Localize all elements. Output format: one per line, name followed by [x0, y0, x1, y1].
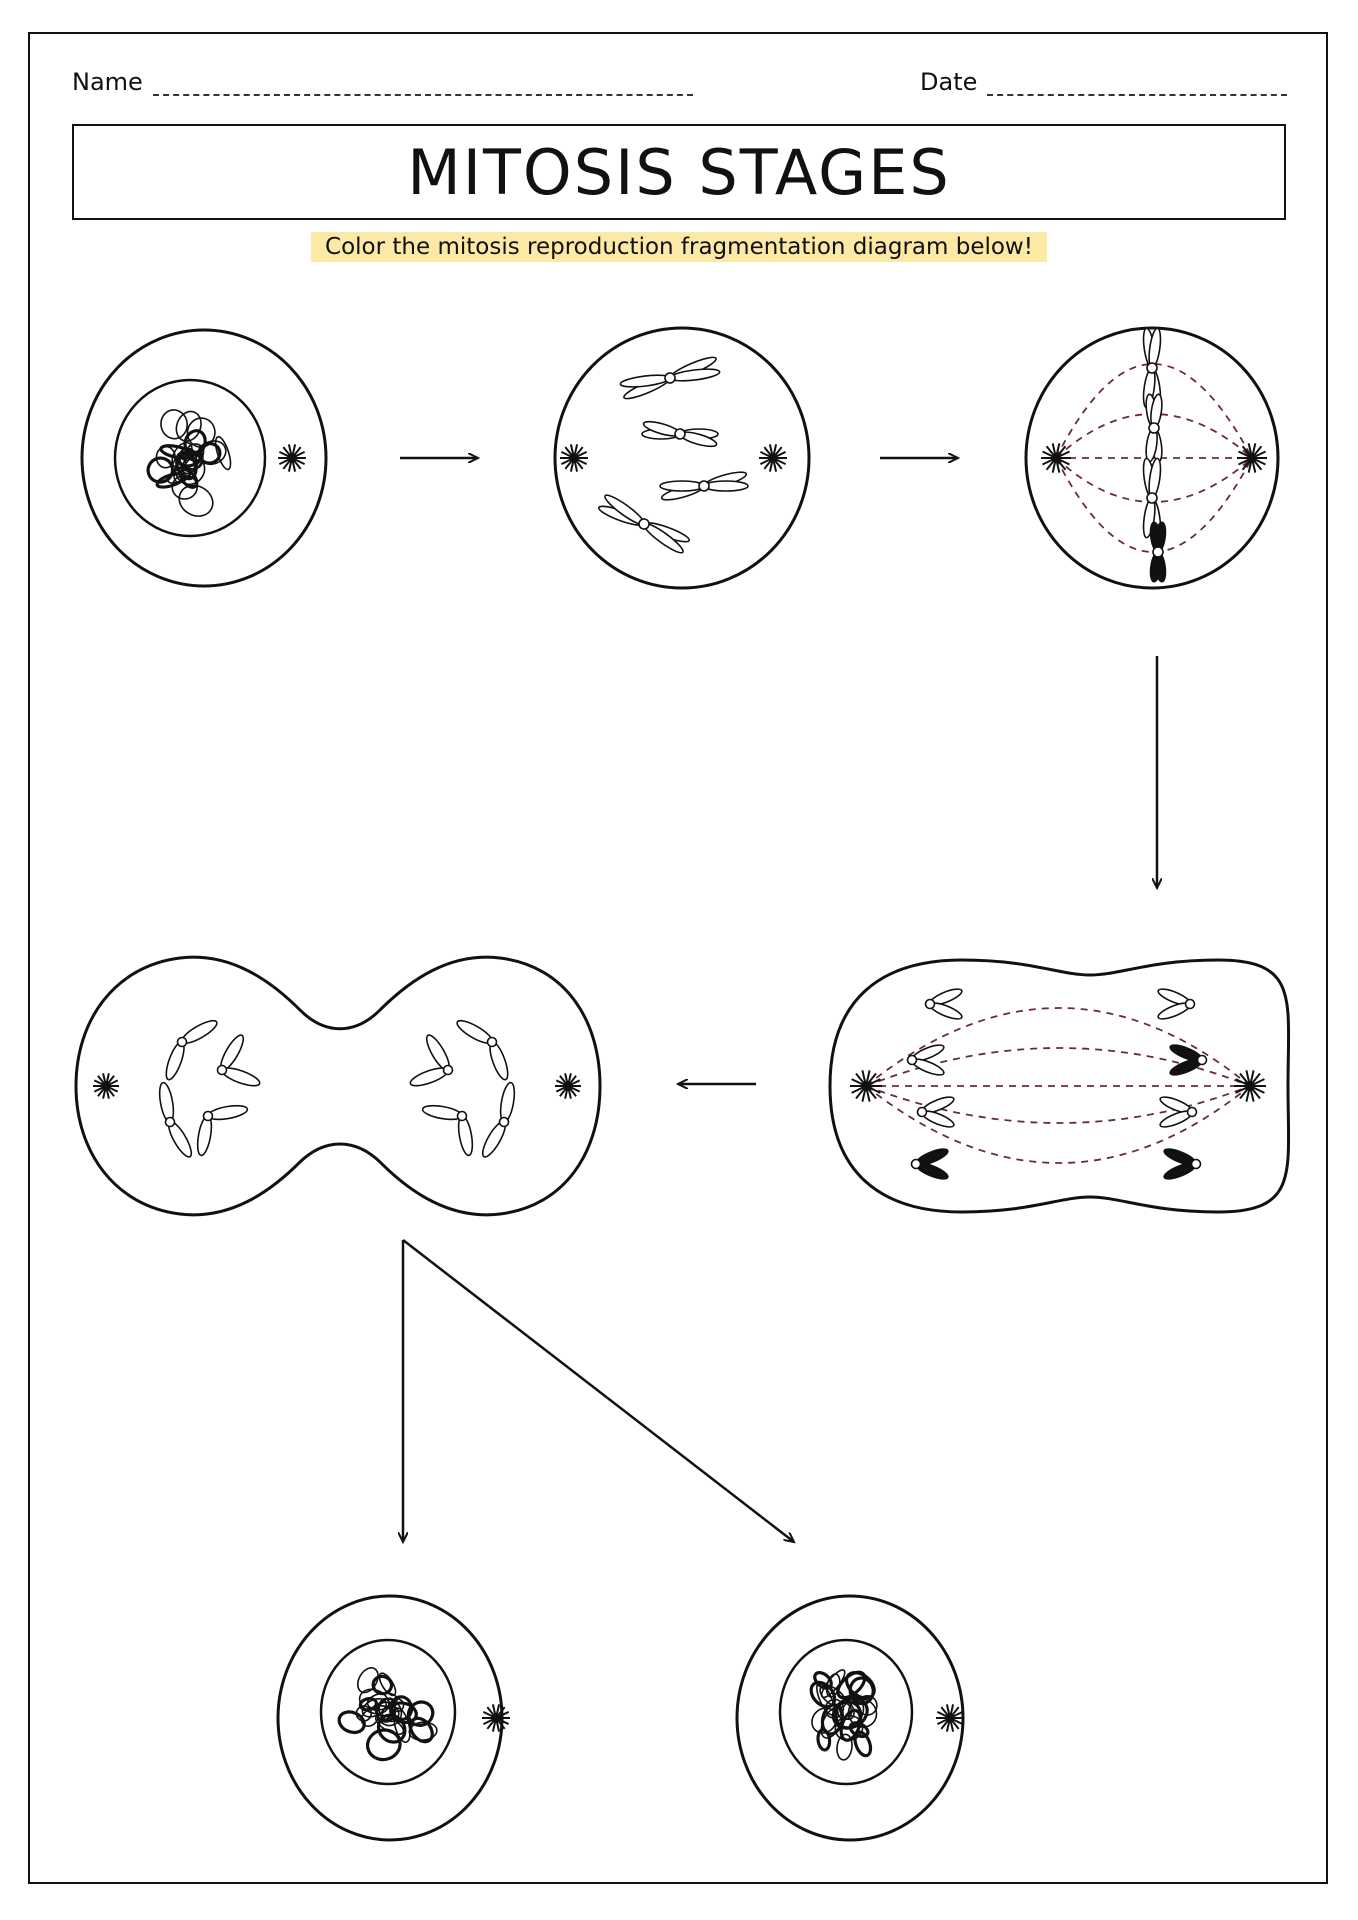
chromosome-icon [481, 1081, 516, 1158]
centrosome-icon [936, 1704, 964, 1732]
arrow-6 [402, 1239, 794, 1542]
date-field[interactable]: Date [920, 68, 1288, 96]
chromosome-icon [409, 1034, 454, 1087]
chromosome-icon [641, 420, 719, 448]
chromatid-icon [906, 1044, 945, 1076]
centrosome-icon [555, 1073, 581, 1099]
chromatid-icon [924, 988, 963, 1020]
name-field[interactable]: Name [72, 68, 693, 96]
page-title: MITOSIS STAGES [407, 135, 951, 209]
chromatid-icon [1157, 988, 1196, 1020]
title-box: MITOSIS STAGES [72, 124, 1286, 220]
centrosome-icon [759, 444, 787, 472]
centrosome-icon [93, 1073, 119, 1099]
centrosome-icon [850, 1070, 882, 1102]
worksheet-border [28, 32, 1328, 1884]
interphase-cell[interactable] [80, 328, 328, 588]
chromatin-icon [146, 409, 232, 517]
centrosome-icon [1041, 443, 1071, 473]
daughter-cell-left[interactable] [276, 1594, 510, 1842]
anaphase-cell[interactable] [828, 948, 1299, 1224]
centrosome-icon [560, 444, 588, 472]
centrosome-icon [482, 1704, 510, 1732]
chromatin-icon [809, 1669, 878, 1761]
chromosome-icon [165, 1019, 218, 1081]
chromosome-icon [196, 1104, 249, 1157]
daughter-cell-right[interactable] [735, 1594, 965, 1842]
centrosome-icon [278, 444, 306, 472]
chromatid-icon [910, 1148, 949, 1180]
chromosome-icon [659, 471, 749, 501]
chromosome-icon [619, 356, 721, 400]
metaphase-cell[interactable] [1024, 326, 1280, 590]
chromatid-icon [1169, 1044, 1208, 1076]
centrosome-icon [1237, 443, 1267, 473]
chromosome-icon [1145, 393, 1163, 463]
telophase-cell[interactable] [74, 955, 602, 1217]
name-label: Name [72, 68, 143, 96]
instruction: Color the mitosis reproduction fragmenta… [0, 232, 1358, 262]
chromosome-icon [456, 1019, 509, 1081]
chromatid-icon [916, 1096, 955, 1128]
chromosome-icon [216, 1034, 261, 1087]
date-label: Date [920, 68, 978, 96]
date-line[interactable] [987, 74, 1288, 96]
chromosome-icon [421, 1104, 474, 1157]
centrosome-icon [1234, 1070, 1266, 1102]
prophase-cell[interactable] [553, 326, 811, 590]
name-line[interactable] [152, 74, 693, 96]
instruction-text: Color the mitosis reproduction fragmenta… [311, 232, 1047, 262]
chromosome-icon [1149, 521, 1167, 583]
chromatid-icon [1163, 1148, 1202, 1180]
chromosome-icon [598, 494, 690, 554]
chromatin-icon [337, 1667, 438, 1762]
chromosome-icon [158, 1081, 193, 1158]
chromatid-icon [1159, 1096, 1198, 1128]
